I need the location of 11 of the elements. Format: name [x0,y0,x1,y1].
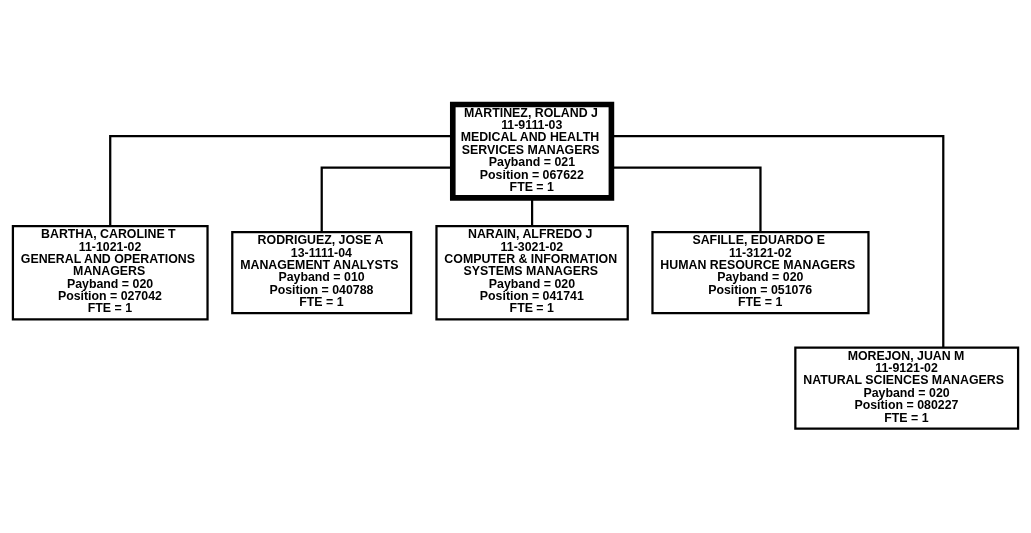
node-box: NARAIN, ALFREDO J 11-3021-02 COMPUTER & INFORMATION SYSTEMS MANAGERS Payband = 020 Position = 041741 FTE = 1 [435,224,629,321]
node-box: MARTINEZ, ROLAND J 11-9111-03 MEDICAL AND HEALTH SERVICES MANAGERS Payband = 021 Position = 067622 FTE = 1 [449,101,615,201]
connector [611,166,762,232]
node-box: MOREJON, JUAN M 11-9121-02 NATURAL SCIENCES MANAGERS Payband = 020 Position = 080227 FTE = 1 [794,346,1020,430]
connector [530,198,534,226]
node-box: RODRIGUEZ, JOSE A 13-1111-04 MANAGEMENT ANALYSTS Payband = 010 Position = 040788 FTE = 1 [231,231,413,315]
node-box: BARTHA, CAROLINE T 11-1021-02 GENERAL AND OPERATIONS MANAGERS Payband = 020 Position = 027042 FTE = 1 [11,224,209,321]
node-box: SAFILLE, EDUARDO E 11-3121-02 HUMAN RESOURCE MANAGERS Payband = 020 Position = 051076 FTE = 1 [651,231,870,315]
connector [320,166,453,232]
connector [109,134,453,226]
connector [611,134,945,347]
